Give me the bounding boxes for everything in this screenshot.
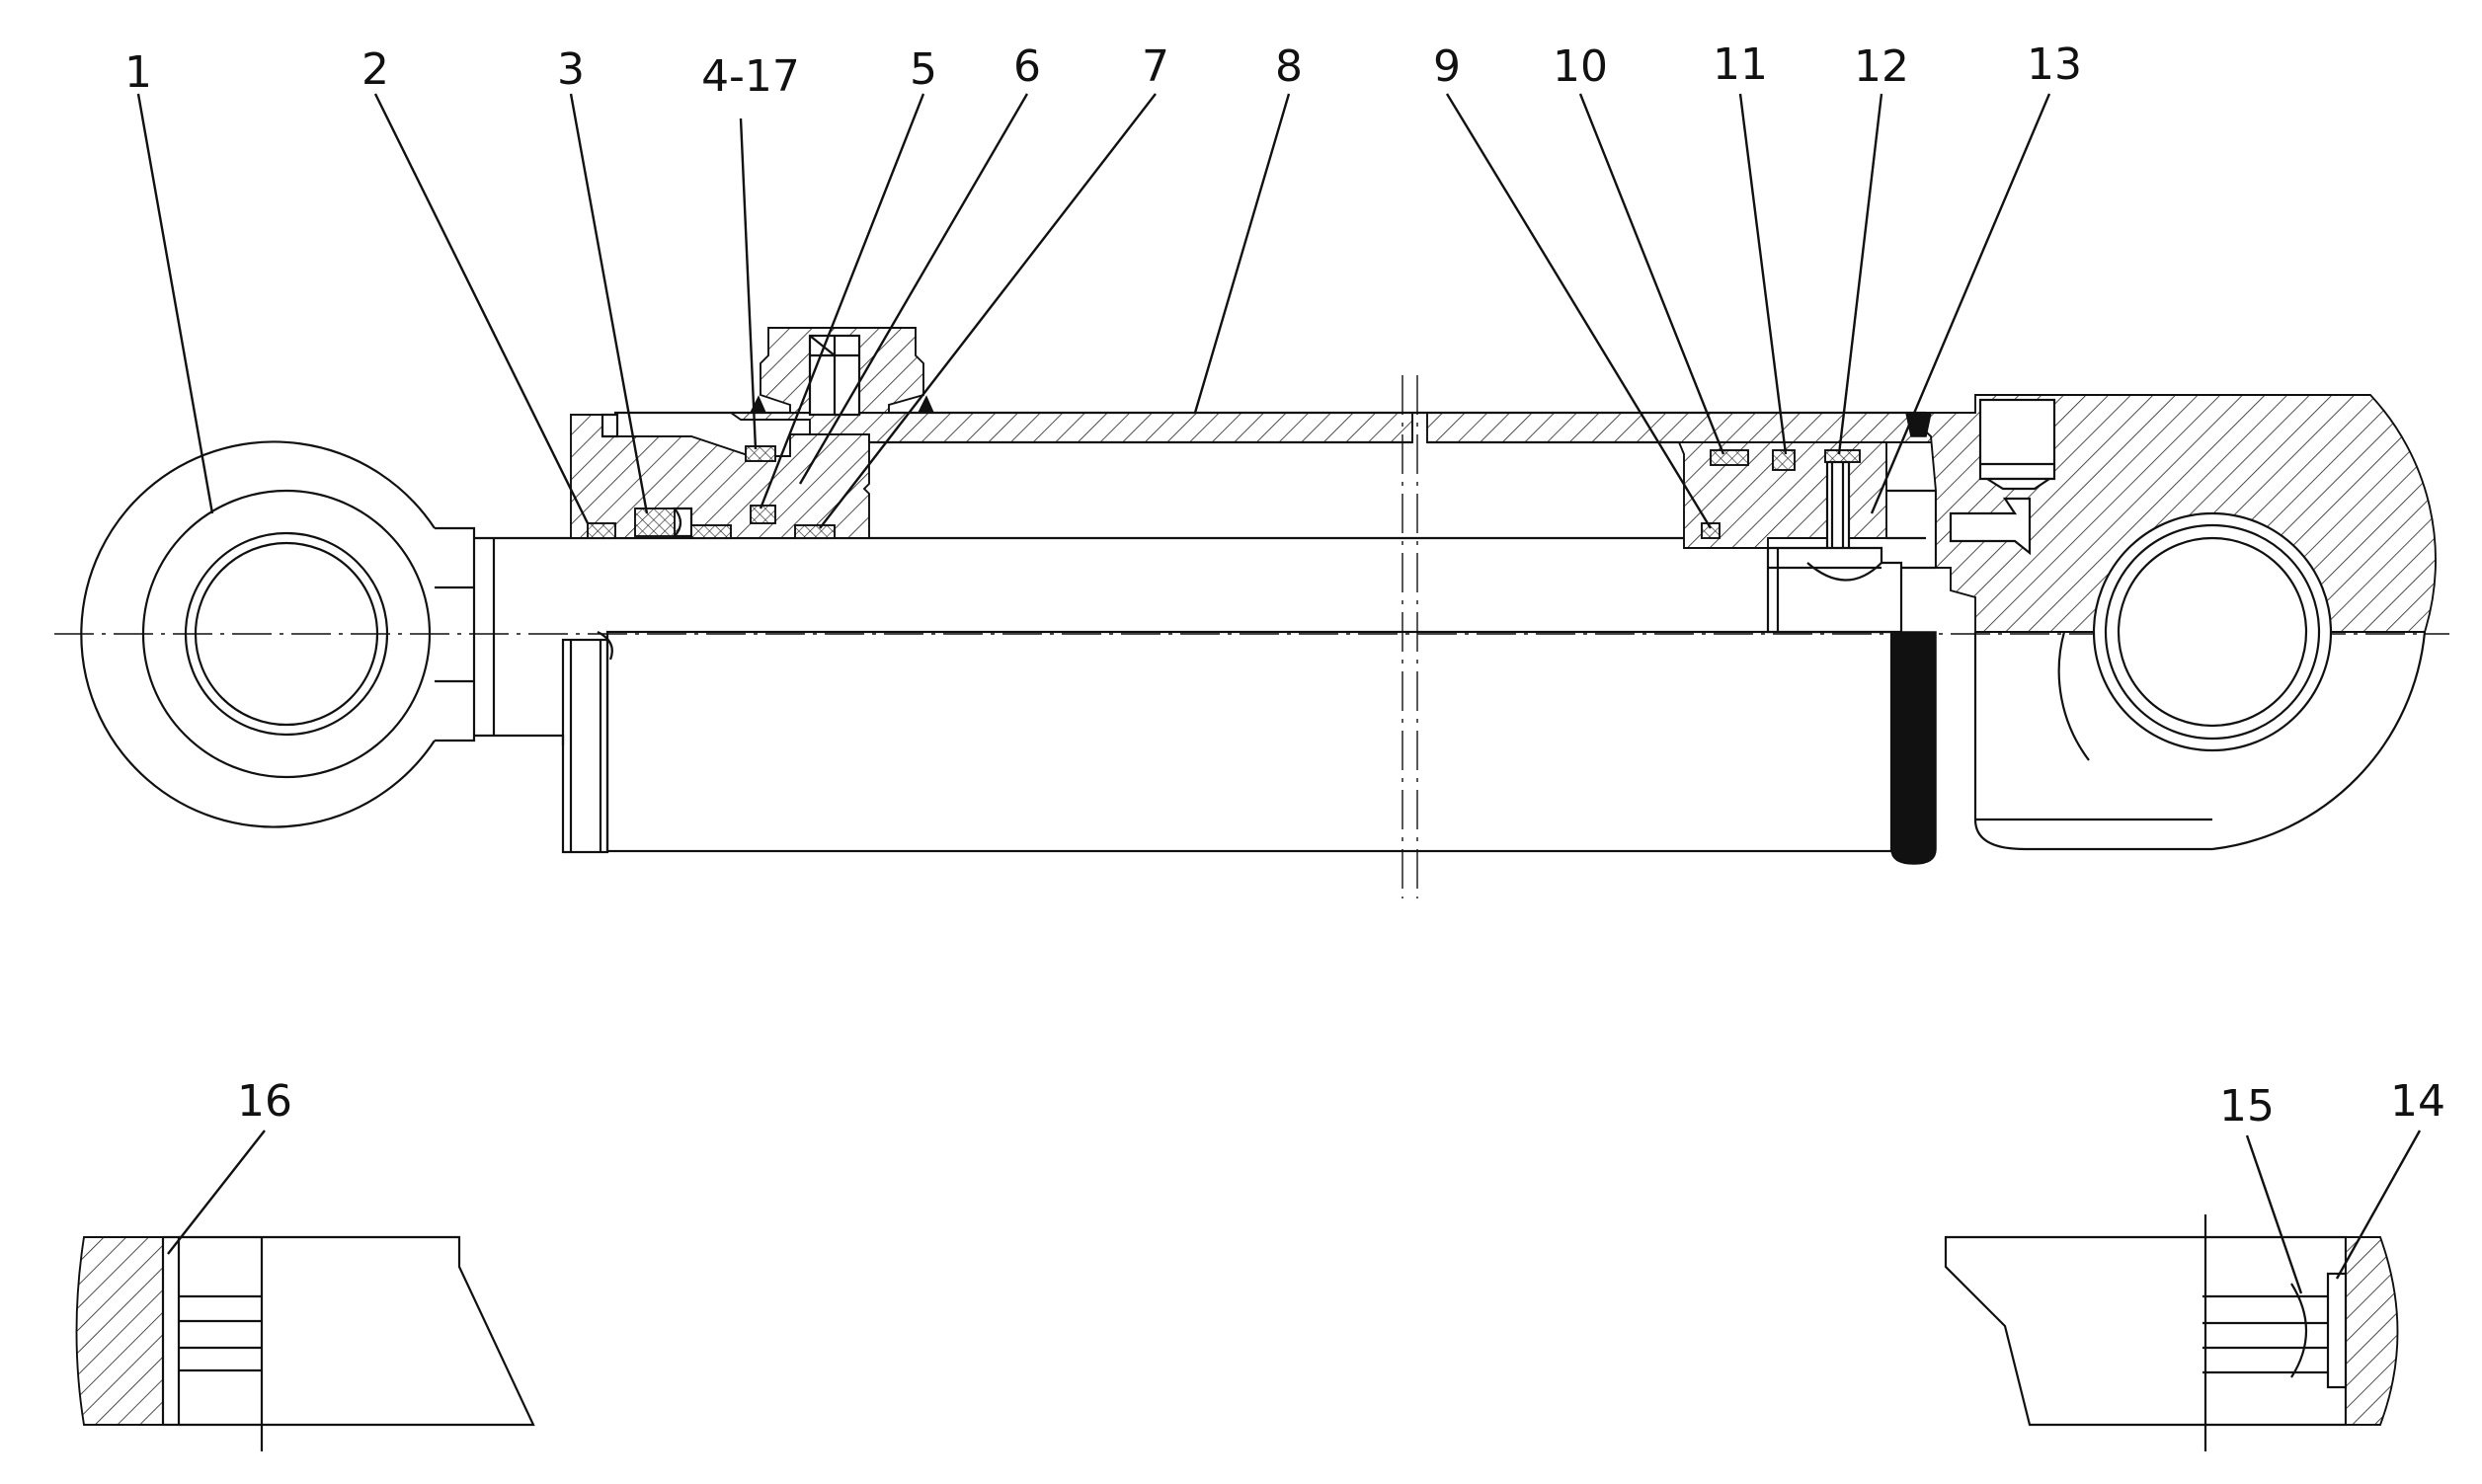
label-part-7: 7	[1142, 41, 1169, 92]
seal-11	[1772, 449, 1796, 471]
part-labels: 1 2 3 4-17 5 6 7 8 9 10 11 12 13 16 15 1…	[124, 39, 2445, 1132]
seal-10	[1710, 449, 1749, 466]
label-part-8: 8	[1275, 41, 1303, 92]
label-part-11: 11	[1713, 39, 1768, 90]
rod-end-ring	[1890, 631, 1937, 865]
label-part-2: 2	[361, 44, 389, 95]
label-part-13: 13	[2027, 39, 2082, 90]
label-part-9: 9	[1433, 41, 1461, 92]
gland-seals	[587, 445, 836, 539]
piston-rod	[561, 630, 1901, 854]
label-part-14: 14	[2390, 1076, 2445, 1127]
label-part-3: 3	[557, 44, 585, 95]
leader-12	[1837, 93, 1883, 455]
seal-5	[750, 505, 776, 524]
label-part-1: 1	[124, 47, 152, 98]
leader-13	[1870, 93, 2051, 514]
leader-4-17	[739, 117, 758, 450]
leader-16	[167, 1130, 266, 1255]
leader-11	[1738, 93, 1788, 455]
label-part-12: 12	[1854, 41, 1909, 92]
label-part-10: 10	[1553, 41, 1608, 92]
leader-1	[136, 93, 214, 514]
leader-9	[1445, 93, 1713, 529]
leader-10	[1578, 93, 1725, 455]
detail-view-left	[75, 1235, 535, 1451]
detail-view-right	[1944, 1214, 2399, 1451]
seal-12	[1824, 449, 1861, 463]
seal-2	[587, 522, 616, 539]
leader-15	[2245, 1134, 2303, 1294]
end-cap	[1903, 394, 2437, 851]
seal-3	[634, 508, 676, 537]
piston	[1677, 441, 1938, 634]
seal-4-17	[745, 445, 776, 462]
seal-9	[1701, 522, 1721, 539]
leader-6	[798, 93, 1029, 485]
leader-8	[1193, 93, 1291, 414]
leader-7	[819, 93, 1157, 529]
leader-5	[759, 93, 925, 509]
leader-3	[569, 93, 649, 514]
main-section-view	[54, 327, 2449, 898]
label-part-15: 15	[2219, 1081, 2275, 1132]
leader-14	[2335, 1130, 2422, 1280]
label-part-4-17: 4-17	[701, 51, 800, 102]
label-part-6: 6	[1013, 41, 1041, 92]
label-part-5: 5	[910, 44, 937, 95]
seal-7	[794, 524, 836, 539]
oil-port-boss-left	[749, 327, 935, 417]
seal-6	[690, 524, 732, 539]
label-part-16: 16	[237, 1076, 292, 1127]
leader-lines	[136, 93, 2422, 1294]
leader-2	[373, 93, 590, 524]
